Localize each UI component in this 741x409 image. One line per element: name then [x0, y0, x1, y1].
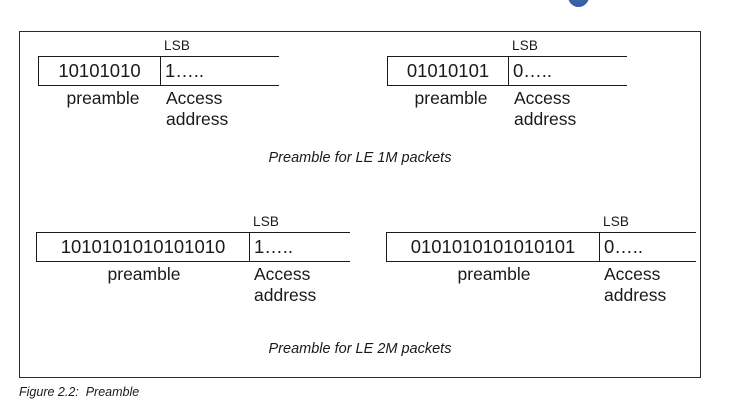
preamble-caption: preamble [66, 88, 140, 108]
preamble-value-cell: 1010101010101010 [36, 232, 250, 262]
packet-cells: 0101010101010101 0….. [386, 232, 696, 262]
packet-row-le-1m: LSB 10101010 1….. preamble Access addres… [20, 32, 700, 192]
packet-cells: 1010101010101010 1….. [36, 232, 350, 262]
figure-frame: LSB 10101010 1….. preamble Access addres… [19, 31, 701, 378]
preamble-caption: preamble [107, 264, 181, 284]
lsb-label: LSB [603, 214, 630, 229]
section-caption-le-1m: Preamble for LE 1M packets [268, 150, 452, 166]
access-address-value-cell: 1….. [250, 232, 350, 262]
packet-row-le-2m: LSB 1010101010101010 1….. preamble Acces… [20, 195, 700, 379]
section-caption-le-2m: Preamble for LE 2M packets [268, 341, 452, 357]
access-address-value-cell: 0….. [509, 56, 627, 86]
preamble-value-cell: 10101010 [38, 56, 161, 86]
preamble-caption: preamble [414, 88, 488, 108]
access-address-caption: Access address [166, 88, 229, 129]
access-address-value-cell: 1….. [161, 56, 279, 86]
preamble-value-cell: 0101010101010101 [386, 232, 600, 262]
packet-cells: 01010101 0….. [387, 56, 627, 86]
preamble-value-cell: 01010101 [387, 56, 509, 86]
lsb-label: LSB [164, 38, 191, 53]
access-address-caption: Access address [604, 264, 667, 305]
lsb-label: LSB [512, 38, 539, 53]
figure-caption: Figure 2.2: Preamble [19, 385, 140, 399]
lsb-label: LSB [253, 214, 280, 229]
blue-circle-badge[interactable] [568, 0, 589, 7]
preamble-caption: preamble [457, 264, 531, 284]
access-address-caption: Access address [514, 88, 577, 129]
packet-cells: 10101010 1….. [38, 56, 279, 86]
access-address-value-cell: 0….. [600, 232, 696, 262]
access-address-caption: Access address [254, 264, 317, 305]
